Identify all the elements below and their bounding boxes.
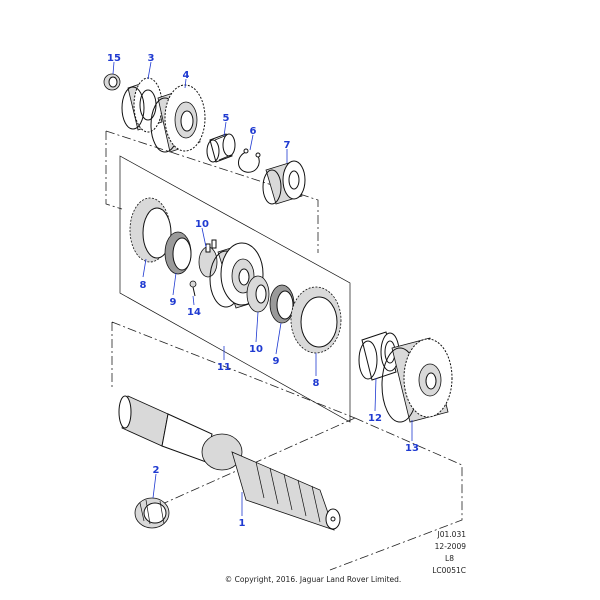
callout-3: 3 [148, 53, 155, 64]
callout-7: 7 [284, 140, 291, 151]
part-9-cone-left [164, 231, 192, 275]
part-5-needle-bearing [206, 133, 236, 163]
callout-4: 4 [183, 70, 190, 81]
part-2-bearing [134, 497, 170, 529]
reference-date: 12-2009 [435, 542, 467, 551]
part-14-detent-pin [189, 280, 197, 297]
callout-1: 1 [239, 518, 246, 529]
callout-8-right: 8 [313, 378, 320, 389]
callout-6: 6 [250, 126, 257, 137]
part-7-hub [262, 160, 306, 205]
callout-12: 12 [368, 413, 382, 424]
reference-model: L8 [445, 554, 454, 563]
synchro-assembly-box [119, 155, 351, 423]
callout-9-right: 9 [273, 356, 280, 367]
part-6-snap-ring [238, 148, 261, 173]
part-4-gear [150, 84, 206, 153]
assembly-outline-upper [105, 130, 319, 253]
part-13-gear [381, 337, 453, 423]
callout-2: 2 [153, 465, 160, 476]
part-8-blocker-ring-right [290, 286, 342, 354]
callout-14: 14 [187, 307, 201, 318]
callout-15: 15 [107, 53, 121, 64]
leader-lines [112, 61, 413, 516]
part-15-thrust-washer [103, 73, 121, 91]
part-9-cone-right [269, 284, 295, 324]
callout-9-left: 9 [170, 297, 177, 308]
copyright-notice: © Copyright, 2016. Jaguar Land Rover Lim… [225, 575, 402, 584]
callout-5: 5 [223, 113, 230, 124]
callout-labels: 15 3 4 5 6 7 10 8 9 14 10 9 11 8 12 13 2… [107, 53, 419, 529]
callout-11: 11 [217, 362, 231, 373]
callout-10-upper: 10 [195, 219, 209, 230]
callout-13: 13 [405, 443, 419, 454]
reference-block: J01.031 12-2009 L8 LC0051C [432, 530, 466, 575]
callout-10-lower: 10 [249, 344, 263, 355]
part-10-struts-lower [246, 275, 270, 313]
catalog-id: LC0051C [432, 566, 466, 575]
part-1-main-shaft [118, 395, 341, 531]
part-10-struts-upper [198, 239, 218, 278]
callout-8-left: 8 [140, 280, 147, 291]
part-8-blocker-ring-left [129, 197, 172, 263]
reference-code: J01.031 [437, 530, 467, 539]
part-12-needle-bearing [358, 331, 400, 381]
